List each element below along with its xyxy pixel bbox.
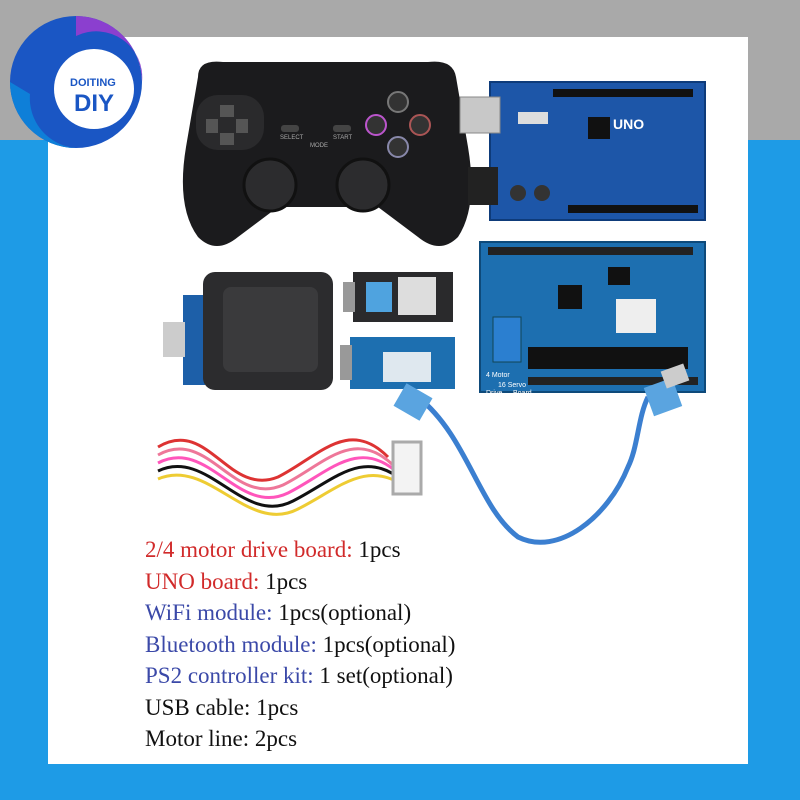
item-value: 1pcs bbox=[259, 568, 308, 594]
shield-label-4: Board bbox=[513, 390, 532, 397]
uno-board: UNO bbox=[459, 81, 706, 221]
brand-logo: DOITING DIY bbox=[10, 16, 143, 148]
list-item: UNO board: 1pcs bbox=[145, 566, 455, 598]
list-item: 2/4 motor drive board: 1pcs bbox=[145, 534, 455, 566]
list-item: Bluetooth module: 1pcs(optional) bbox=[145, 629, 455, 661]
item-label: WiFi module: bbox=[145, 600, 273, 625]
controller-mode-label: MODE bbox=[310, 143, 328, 149]
controller-start-label: START bbox=[333, 135, 352, 141]
shield-label-1: 4 Motor bbox=[486, 372, 510, 379]
usb-cable bbox=[393, 363, 690, 545]
controller-select-label: SELECT bbox=[280, 135, 304, 141]
bluetooth-module bbox=[340, 337, 455, 389]
product-panel: SELECT MODE START UNO 4 M bbox=[48, 37, 748, 764]
list-item: WiFi module: 1pcs(optional) bbox=[145, 597, 455, 629]
list-item: Motor line: 2pcs bbox=[145, 723, 455, 755]
item-value: 1pcs(optional) bbox=[316, 631, 456, 657]
item-value: 1pcs(optional) bbox=[272, 600, 412, 625]
motor-drive-board: 4 Motor 16 Servo Drive Board bbox=[479, 241, 706, 397]
shield-label-2: 16 Servo bbox=[498, 382, 526, 389]
item-label: USB cable: bbox=[145, 694, 251, 720]
item-label: UNO board: bbox=[145, 568, 260, 594]
item-value: 1pcs bbox=[352, 537, 401, 562]
contents-list: 2/4 motor drive board: 1pcs UNO board: 1… bbox=[145, 534, 455, 755]
item-label: PS2 controller kit: bbox=[145, 663, 314, 688]
wifi-module bbox=[343, 272, 453, 322]
item-label: Motor line: bbox=[145, 726, 250, 751]
ps2-receiver bbox=[163, 272, 333, 390]
product-illustration: SELECT MODE START UNO 4 M bbox=[157, 61, 706, 545]
brand-name-top: DOITING bbox=[70, 77, 116, 89]
uno-board-label: UNO bbox=[613, 116, 644, 132]
item-value: 1pcs bbox=[250, 694, 299, 720]
brand-name-bottom: DIY bbox=[74, 90, 114, 117]
item-label: 2/4 motor drive board: bbox=[145, 537, 353, 562]
item-value: 1 set(optional) bbox=[313, 663, 453, 688]
shield-label-3: Drive bbox=[486, 390, 502, 397]
item-value: 2pcs bbox=[249, 726, 298, 751]
item-label: Bluetooth module: bbox=[145, 631, 317, 657]
list-item: USB cable: 1pcs bbox=[145, 692, 455, 724]
ps2-controller: SELECT MODE START bbox=[182, 61, 472, 246]
motor-line bbox=[157, 438, 423, 516]
list-item: PS2 controller kit: 1 set(optional) bbox=[145, 660, 455, 692]
